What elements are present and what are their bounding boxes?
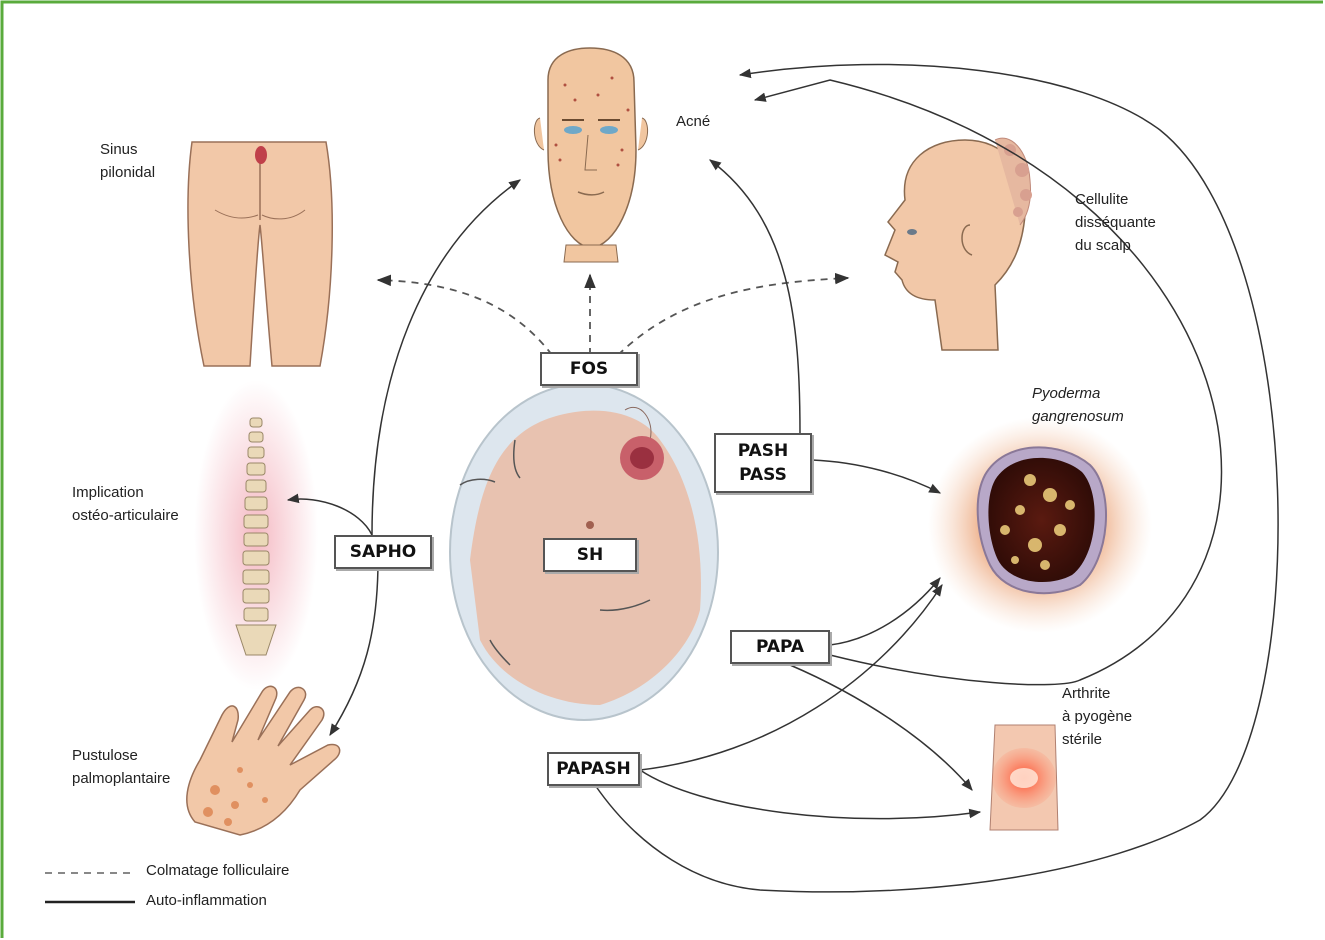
label-implication: Implication ostéo-articulaire — [72, 481, 179, 527]
box-pash-pass: PASH PASS — [714, 433, 812, 493]
label-pyoderma: Pyoderma gangrenosum — [1032, 382, 1124, 428]
face-illustration — [534, 48, 647, 262]
legend-dashed-label: Colmatage folliculaire — [146, 862, 289, 879]
box-fos: FOS — [540, 352, 638, 386]
label-pustulose: Pustulose palmoplantaire — [72, 744, 170, 790]
legend-solid-label: Auto-inflammation — [146, 892, 267, 909]
dashed-arrows — [378, 275, 848, 355]
box-papash: PAPASH — [547, 752, 640, 786]
pyoderma-lesion-illustration — [928, 417, 1152, 633]
hand-illustration — [187, 686, 340, 835]
profile-head-illustration — [885, 138, 1032, 350]
knee-illustration — [990, 725, 1058, 830]
buttocks-illustration — [188, 142, 332, 366]
label-acne: Acné — [676, 110, 710, 133]
label-cellulite: Cellulite disséquante du scalp — [1075, 188, 1156, 257]
label-arthrite: Arthrite à pyogène stérile — [1062, 682, 1132, 751]
box-sapho: SAPHO — [334, 535, 432, 569]
spine-illustration — [194, 380, 318, 690]
box-sh: SH — [543, 538, 637, 572]
label-sinus-pilonidal: Sinus pilonidal — [100, 138, 155, 184]
box-papa: PAPA — [730, 630, 830, 664]
